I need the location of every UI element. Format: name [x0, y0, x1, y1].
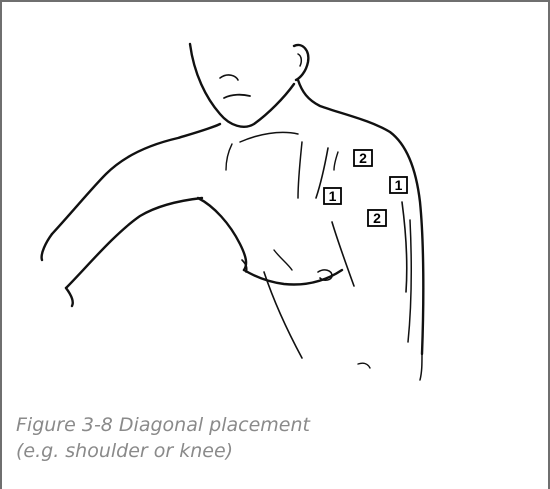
svg-text:1: 1	[329, 188, 337, 204]
chest-line	[244, 270, 342, 284]
right-arm-bottom	[420, 354, 422, 380]
chest-stroke-2	[334, 152, 338, 170]
navel-dash	[358, 363, 370, 368]
left-arm-lower	[66, 198, 202, 288]
figure-caption: Figure 3-8 Diagonal placement (e.g. shou…	[16, 412, 536, 464]
lip-mark	[224, 95, 250, 98]
svg-text:2: 2	[359, 150, 367, 166]
sternum-line	[298, 142, 302, 198]
abdomen-mark	[274, 250, 292, 270]
electrode-marker-mid-1-right: 1	[390, 177, 407, 193]
figure-caption-line-2: (e.g. shoulder or knee)	[16, 438, 536, 464]
chest-stroke-1	[226, 144, 232, 170]
left-arm-bottom	[66, 288, 73, 306]
svg-text:2: 2	[373, 210, 381, 226]
left-arm-upper	[42, 234, 52, 260]
right-arm-inner	[408, 220, 411, 342]
electrode-marker-upper-2: 2	[354, 150, 372, 166]
ear-inner	[298, 54, 301, 66]
electrode-marker-mid-1-left: 1	[324, 188, 341, 204]
inner-arm	[198, 198, 246, 270]
svg-text:1: 1	[395, 177, 403, 193]
torso-line	[332, 222, 354, 286]
nose-mark	[220, 75, 238, 80]
electrode-marker-lower-2: 2	[368, 210, 386, 226]
torso-right-edge	[402, 202, 407, 292]
jaw-outline	[190, 44, 294, 127]
figure-caption-line-1: Figure 3-8 Diagonal placement	[16, 412, 536, 438]
clavicle-left	[240, 132, 298, 142]
shoulder-illustration: 2 1 1 2	[2, 2, 550, 402]
